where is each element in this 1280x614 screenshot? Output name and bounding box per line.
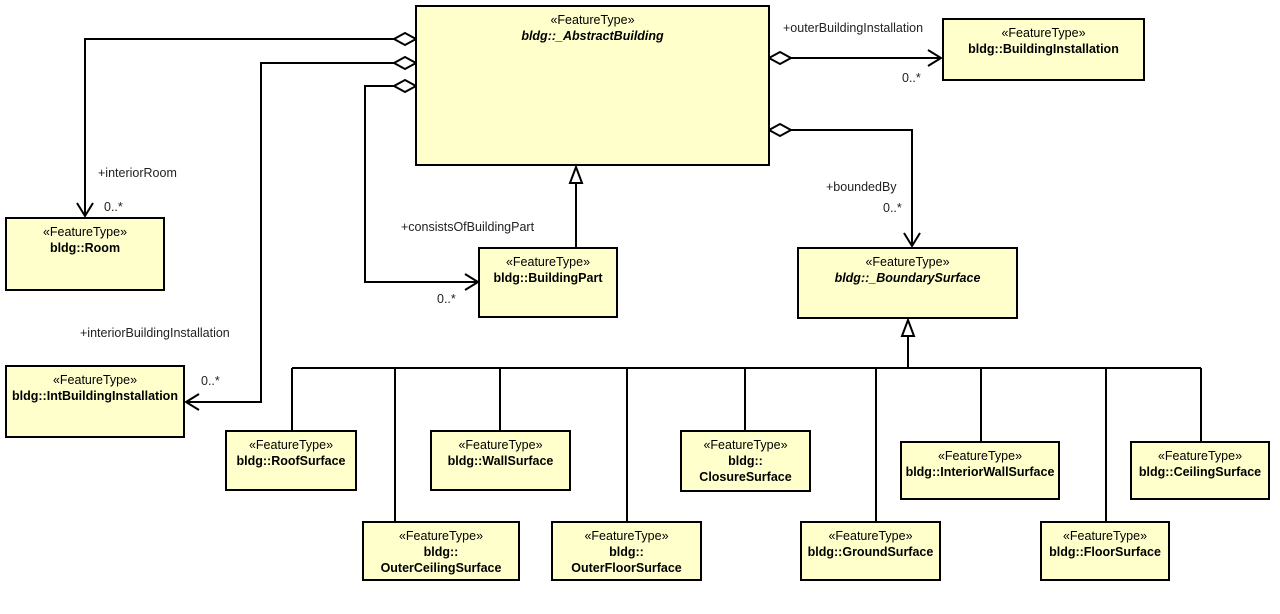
class-name: bldg::InteriorWallSurface bbox=[905, 465, 1055, 479]
arrowhead bbox=[903, 232, 921, 248]
aggregation-diamond bbox=[766, 122, 794, 138]
class-floor-surface[interactable]: «FeatureType» bldg::FloorSurface bbox=[1040, 521, 1170, 581]
stereotype-label: «FeatureType» bbox=[52, 373, 138, 387]
class-roof-surface[interactable]: «FeatureType» bldg::RoofSurface bbox=[225, 430, 357, 491]
stereotype-label: «FeatureType» bbox=[865, 255, 950, 269]
role-interior-room: +interiorRoom bbox=[98, 166, 177, 180]
generalization-triangle bbox=[900, 317, 916, 337]
stereotype-label: «FeatureType» bbox=[1157, 449, 1243, 463]
class-outer-ceiling-surface[interactable]: «FeatureType» bldg:: OuterCeilingSurface bbox=[362, 521, 520, 581]
generalization-triangle bbox=[568, 164, 584, 184]
class-name: bldg::BuildingPart bbox=[493, 271, 603, 285]
class-name: bldg::WallSurface bbox=[447, 454, 554, 468]
stereotype-label: «FeatureType» bbox=[937, 449, 1023, 463]
interior-installation-association bbox=[186, 62, 394, 403]
stereotype-label: «FeatureType» bbox=[505, 255, 591, 269]
aggregation-diamond bbox=[391, 78, 419, 94]
aggregation-diamond bbox=[391, 55, 419, 71]
arrowhead bbox=[927, 49, 943, 67]
class-abstract-building[interactable]: «FeatureType» bldg::_AbstractBuilding bbox=[415, 5, 770, 166]
stereotype-label: «FeatureType» bbox=[398, 529, 484, 543]
class-name: bldg::_AbstractBuilding bbox=[521, 29, 664, 43]
class-int-building-installation[interactable]: «FeatureType» bldg::IntBuildingInstallat… bbox=[5, 365, 185, 438]
bounded-by-association bbox=[791, 129, 913, 246]
class-outer-floor-surface[interactable]: «FeatureType» bldg:: OuterFloorSurface bbox=[551, 521, 702, 581]
stereotype-label: «FeatureType» bbox=[550, 13, 635, 27]
arrowhead bbox=[184, 393, 200, 411]
stereotype-label: «FeatureType» bbox=[828, 529, 913, 543]
aggregation-diamond bbox=[391, 31, 419, 47]
class-ground-surface[interactable]: «FeatureType» bldg::GroundSurface bbox=[800, 521, 941, 581]
stereotype-label: «FeatureType» bbox=[42, 225, 128, 239]
multiplicity-outer-building-installation: 0..* bbox=[902, 71, 921, 85]
stereotype-label: «FeatureType» bbox=[584, 529, 669, 543]
multiplicity-bounded-by: 0..* bbox=[883, 201, 902, 215]
aggregation-diamond bbox=[766, 50, 794, 66]
interior-room-association bbox=[84, 38, 394, 216]
class-name: bldg::BuildingInstallation bbox=[968, 42, 1119, 56]
class-name: bldg:: ClosureSurface bbox=[699, 454, 792, 484]
class-closure-surface[interactable]: «FeatureType» bldg:: ClosureSurface bbox=[680, 430, 811, 492]
class-name: bldg::Room bbox=[49, 241, 121, 255]
stereotype-label: «FeatureType» bbox=[1062, 529, 1148, 543]
role-outer-building-installation: +outerBuildingInstallation bbox=[783, 21, 924, 35]
class-wall-surface[interactable]: «FeatureType» bldg::WallSurface bbox=[430, 430, 571, 491]
multiplicity-interior-room: 0..* bbox=[104, 200, 123, 214]
class-name: bldg::RoofSurface bbox=[236, 454, 346, 468]
class-boundary-surface[interactable]: «FeatureType» bldg::_BoundarySurface bbox=[797, 247, 1018, 319]
role-bounded-by: +boundedBy bbox=[826, 180, 897, 194]
class-name: bldg:: OuterFloorSurface bbox=[571, 545, 682, 575]
stereotype-label: «FeatureType» bbox=[248, 438, 334, 452]
class-name: bldg::IntBuildingInstallation bbox=[12, 389, 178, 403]
class-ceiling-surface[interactable]: «FeatureType» bldg::CeilingSurface bbox=[1130, 441, 1270, 500]
class-name: bldg::FloorSurface bbox=[1049, 545, 1161, 559]
class-name: bldg::_BoundarySurface bbox=[834, 271, 981, 285]
multiplicity-building-part: 0..* bbox=[437, 292, 456, 306]
class-name: bldg::CeilingSurface bbox=[1138, 465, 1262, 479]
class-building-installation[interactable]: «FeatureType» bldg::BuildingInstallation bbox=[942, 18, 1145, 81]
multiplicity-interior-building-installation: 0..* bbox=[201, 374, 220, 388]
class-building-part[interactable]: «FeatureType» bldg::BuildingPart bbox=[478, 247, 618, 318]
class-name: bldg::GroundSurface bbox=[807, 545, 934, 559]
stereotype-label: «FeatureType» bbox=[1001, 26, 1086, 40]
stereotype-label: «FeatureType» bbox=[703, 438, 788, 452]
role-interior-building-installation: +interiorBuildingInstallation bbox=[80, 326, 230, 340]
class-room[interactable]: «FeatureType» bldg::Room bbox=[5, 217, 165, 291]
class-interior-wall-surface[interactable]: «FeatureType» bldg::InteriorWallSurface bbox=[900, 441, 1060, 500]
stereotype-label: «FeatureType» bbox=[458, 438, 543, 452]
role-consists-of-building-part: +consistsOfBuildingPart bbox=[401, 220, 535, 234]
class-name: bldg:: OuterCeilingSurface bbox=[380, 545, 502, 575]
building-part-association bbox=[364, 85, 478, 283]
arrowhead bbox=[76, 202, 94, 218]
